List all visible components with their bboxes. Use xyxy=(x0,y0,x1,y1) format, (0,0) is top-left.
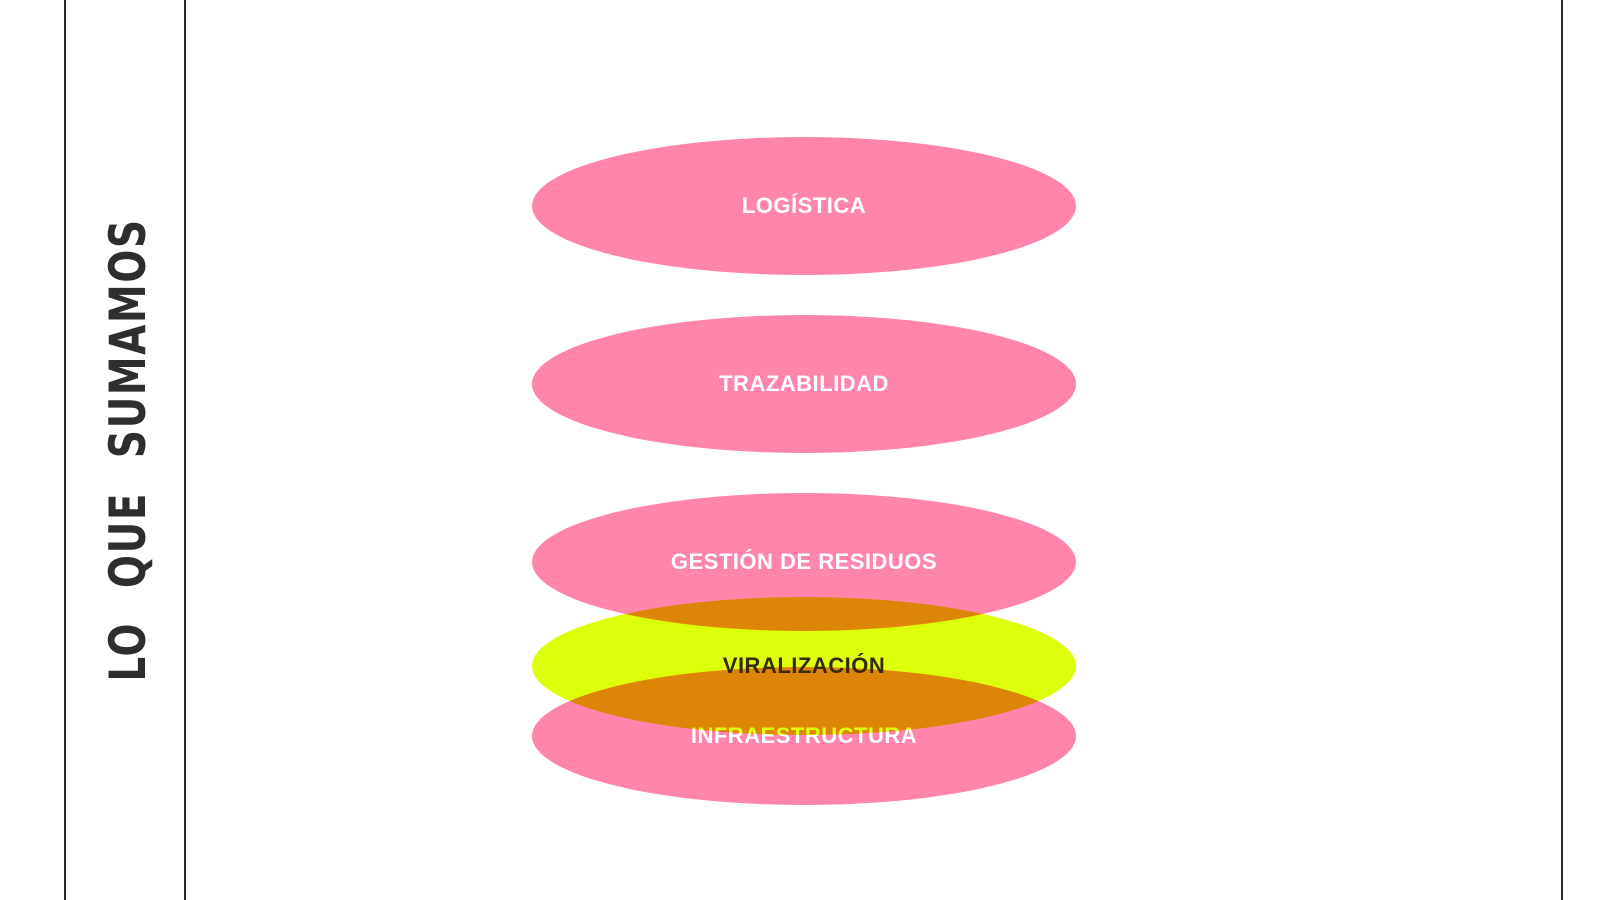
frame-left-border xyxy=(64,0,66,900)
layer-viralizacion xyxy=(532,597,1076,735)
layer-logistica xyxy=(532,137,1076,275)
layer-trazabilidad-label: TRAZABILIDAD xyxy=(719,371,889,396)
layer-trazabilidad xyxy=(532,315,1076,453)
frame-right-border xyxy=(1561,0,1563,900)
frame-title-divider xyxy=(184,0,186,900)
layer-logistica-label: LOGÍSTICA xyxy=(741,193,867,218)
layer-viralizacion-label: VIRALIZACIÓN xyxy=(722,653,886,678)
layer-gestion-residuos-label: GESTIÓN DE RESIDUOS xyxy=(670,549,938,574)
